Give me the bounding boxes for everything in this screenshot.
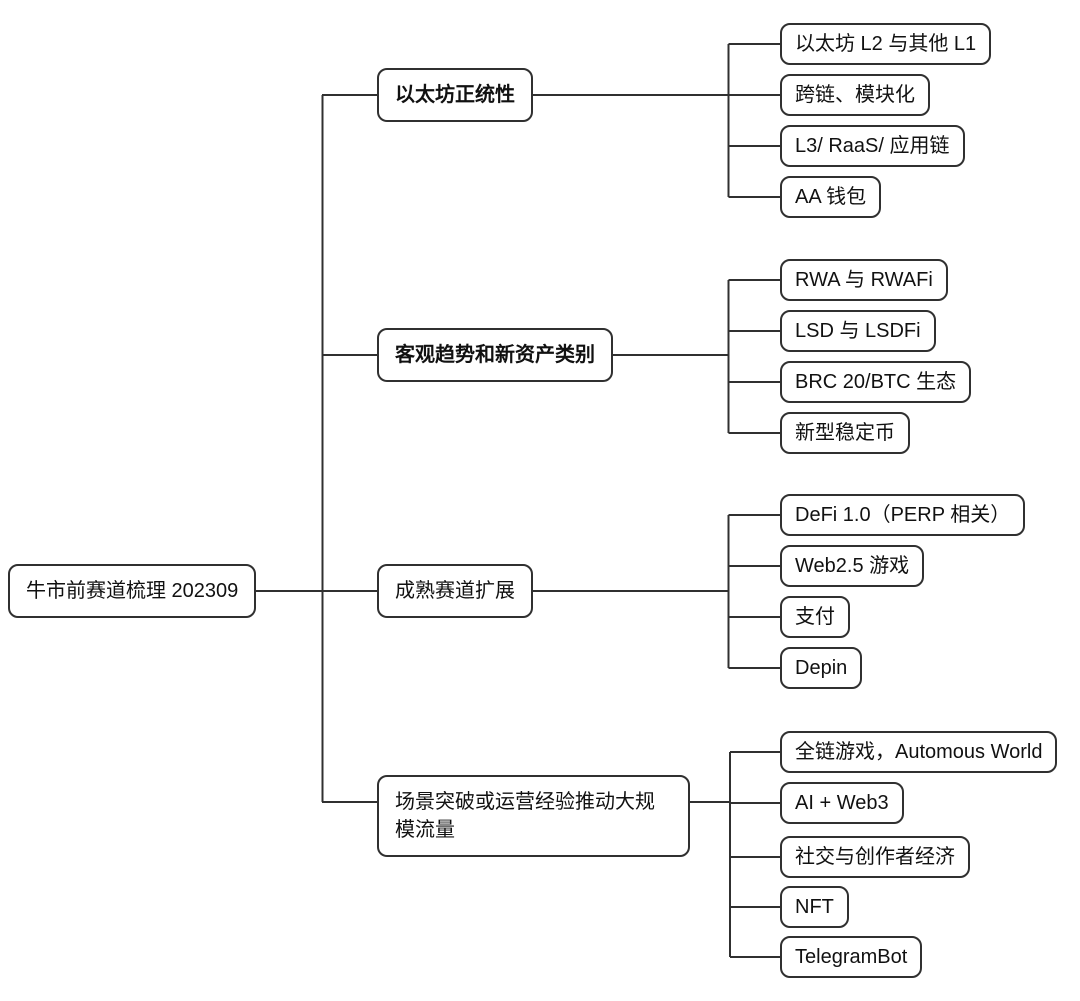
leaf-node-brc20-btc-eco[interactable]: BRC 20/BTC 生态: [780, 361, 972, 403]
leaf-node-nft[interactable]: NFT: [780, 886, 849, 928]
leaf-node-l3-raas-appchain[interactable]: L3/ RaaS/ 应用链: [780, 125, 965, 167]
branch-node-mature-tracks[interactable]: 成熟赛道扩展: [377, 564, 533, 618]
leaf-node-defi-perp[interactable]: DeFi 1.0（PERP 相关）: [780, 494, 1026, 536]
leaf-node-lsd-lsdfi[interactable]: LSD 与 LSDFi: [780, 310, 936, 352]
leaf-node-aa-wallet[interactable]: AA 钱包: [780, 176, 882, 218]
leaf-node-telegrambot[interactable]: TelegramBot: [780, 936, 923, 978]
leaf-node-depin[interactable]: Depin: [780, 647, 863, 689]
leaf-node-ai-web3[interactable]: AI + Web3: [780, 782, 904, 824]
leaf-node-rwa-rwafi[interactable]: RWA 与 RWAFi: [780, 259, 948, 301]
branch-node-scenario-breakthrough[interactable]: 场景突破或运营经验推动大规模流量: [377, 775, 690, 857]
leaf-node-web25-games[interactable]: Web2.5 游戏: [780, 545, 925, 587]
branch-node-ethereum-orthodoxy[interactable]: 以太坊正统性: [377, 68, 533, 122]
leaf-node-fullchain-games[interactable]: 全链游戏，Automous World: [780, 731, 1058, 773]
leaf-node-crosschain-modular[interactable]: 跨链、模块化: [780, 74, 930, 116]
leaf-node-social-creator[interactable]: 社交与创作者经济: [780, 836, 970, 878]
branch-node-objective-trends[interactable]: 客观趋势和新资产类别: [377, 328, 613, 382]
leaf-node-eth-l2-l1[interactable]: 以太坊 L2 与其他 L1: [780, 23, 992, 65]
root-node[interactable]: 牛市前赛道梳理 202309: [8, 564, 257, 618]
leaf-node-new-stablecoin[interactable]: 新型稳定币: [780, 412, 910, 454]
leaf-node-payments[interactable]: 支付: [780, 596, 850, 638]
